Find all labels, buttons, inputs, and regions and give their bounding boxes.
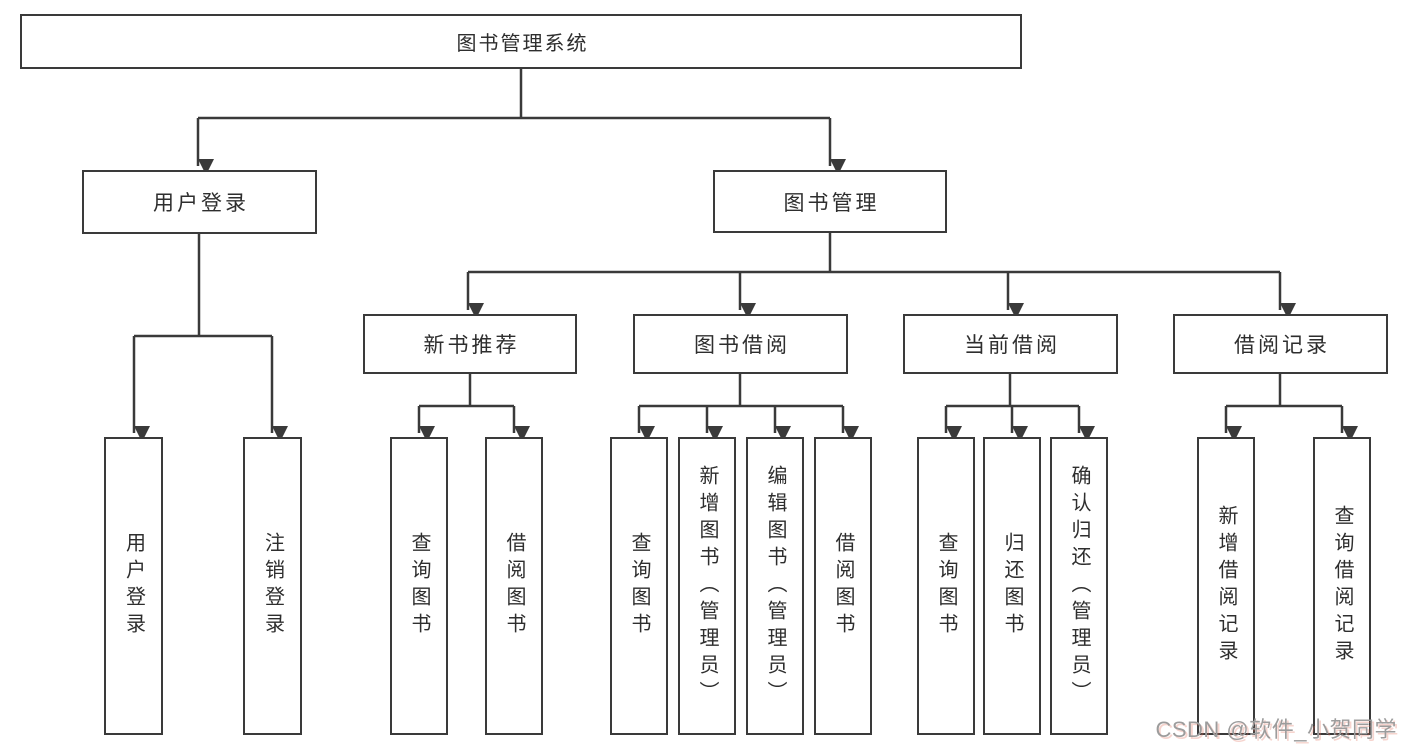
leaf-cb-return-book: 归还图书 [983,437,1041,735]
leaf-br-add-record-label: 新增借阅记录 [1215,505,1237,667]
leaf-br-query-record: 查询借阅记录 [1313,437,1371,735]
leaf-bb-edit-book-admin: 编辑图书（管理员） [746,437,804,735]
node-new-book-rec: 新书推荐 [363,314,577,374]
node-book-mgmt-label: 图书管理 [783,191,880,215]
leaf-logout: 注销登录 [243,437,302,735]
node-book-borrow: 图书借阅 [633,314,848,374]
leaf-user-login: 用户登录 [104,437,163,735]
node-current-borrow: 当前借阅 [903,314,1118,374]
leaf-logout-label: 注销登录 [261,532,284,640]
connector-root-to-level2 [196,69,846,175]
leaf-cb-confirm-return-admin-label: 确认归还（管理员） [1068,464,1090,708]
leaf-bb-edit-book-admin-label: 编辑图书（管理员） [764,464,786,708]
leaf-bb-add-book-admin: 新增图书（管理员） [678,437,736,735]
leaf-bb-query-book-label: 查询图书 [628,532,650,640]
connector-current-borrow-children [944,374,1095,442]
node-root-label: 图书管理系统 [456,33,589,55]
leaf-cb-return-book-label: 归还图书 [1001,532,1023,640]
connector-user-login-children [132,234,288,442]
node-book-mgmt: 图书管理 [713,170,947,233]
node-user-login-label: 用户登录 [153,192,249,215]
node-root-library-system: 图书管理系统 [20,14,1022,69]
node-user-login: 用户登录 [82,170,317,234]
connector-book-borrow-children [637,374,859,442]
leaf-cb-query-book: 查询图书 [917,437,975,735]
leaf-bb-borrow-book: 借阅图书 [814,437,872,735]
leaf-user-login-label: 用户登录 [122,532,145,640]
leaf-br-add-record: 新增借阅记录 [1197,437,1255,735]
leaf-rec-query-book-label: 查询图书 [408,532,430,640]
leaf-bb-borrow-book-label: 借阅图书 [832,532,854,640]
leaf-cb-query-book-label: 查询图书 [935,532,957,640]
leaf-rec-borrow-book-label: 借阅图书 [503,532,525,640]
node-borrow-records-label: 借阅记录 [1234,334,1330,357]
leaf-cb-confirm-return-admin: 确认归还（管理员） [1050,437,1108,735]
node-book-borrow-label: 图书借阅 [694,334,790,357]
leaf-bb-add-book-admin-label: 新增图书（管理员） [696,464,718,708]
connector-book-mgmt-children [466,233,1296,319]
leaf-rec-borrow-book: 借阅图书 [485,437,543,735]
leaf-rec-query-book: 查询图书 [390,437,448,735]
connector-borrow-records-children [1224,374,1358,442]
node-borrow-records: 借阅记录 [1173,314,1388,374]
connector-new-book-rec-children [417,374,530,442]
leaf-br-query-record-label: 查询借阅记录 [1331,505,1353,667]
node-new-book-rec-label: 新书推荐 [423,334,520,357]
csdn-watermark: CSDN @软件_小贺同学 [1155,717,1397,742]
node-current-borrow-label: 当前借阅 [964,334,1060,357]
leaf-bb-query-book: 查询图书 [610,437,668,735]
